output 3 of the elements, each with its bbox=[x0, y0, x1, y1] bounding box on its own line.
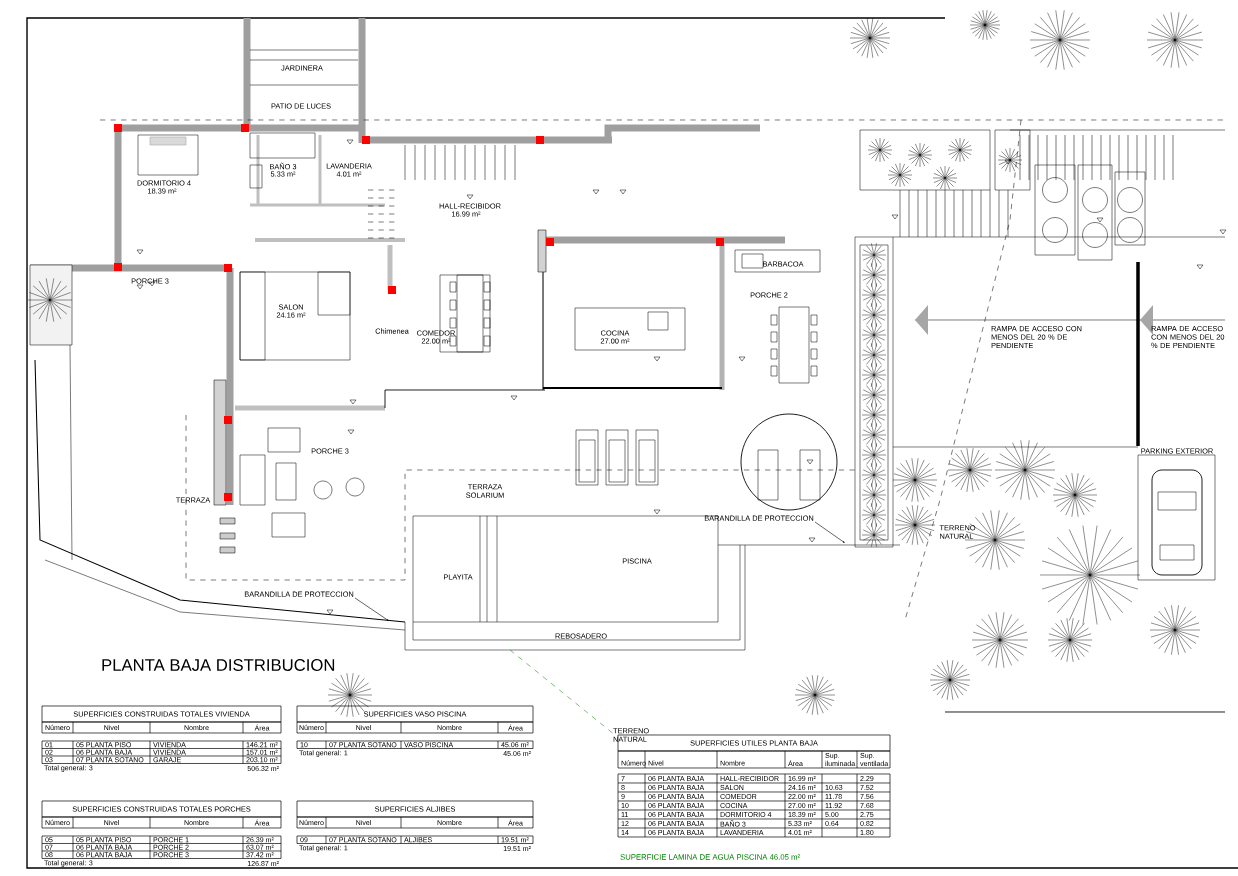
drawing-title: PLANTA BAJA DISTRIBUCION bbox=[102, 659, 335, 671]
leader-line bbox=[354, 597, 389, 621]
leader-line bbox=[814, 521, 845, 543]
